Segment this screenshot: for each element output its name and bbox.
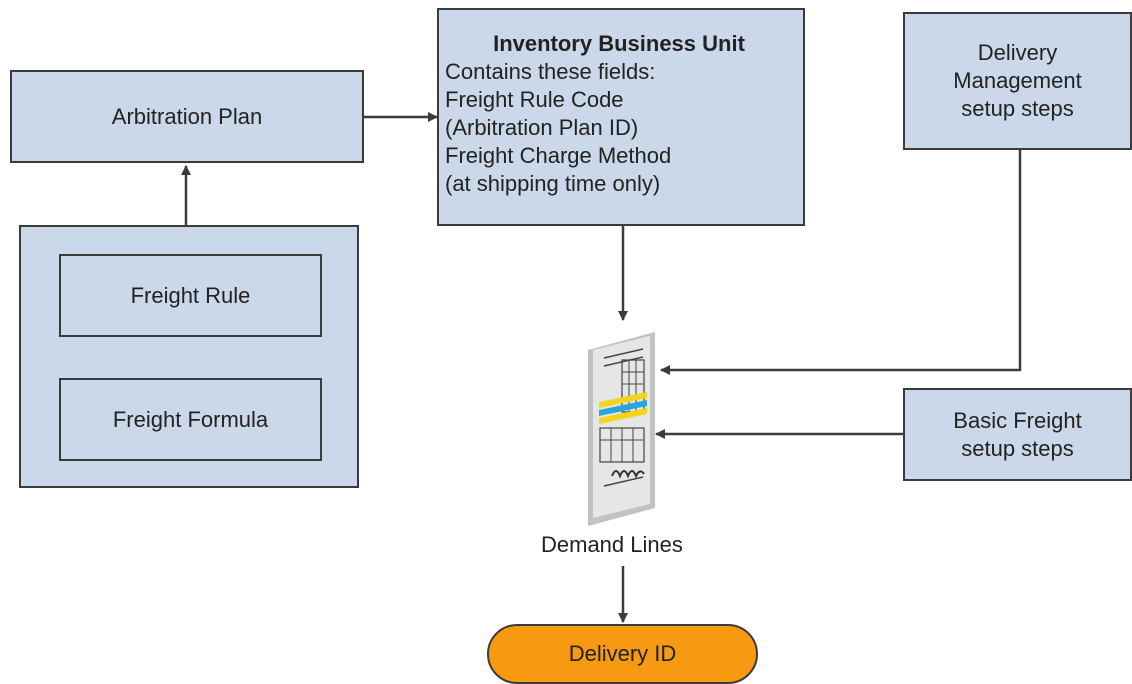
inventory-business-unit-box: Inventory Business Unit Contains these f… xyxy=(437,8,805,226)
basic-freight-line: Basic Freight xyxy=(953,407,1082,433)
demand-lines-label: Demand Lines xyxy=(541,532,683,557)
freight-rule-label: Freight Rule xyxy=(130,282,251,308)
freight-rule-box: Freight Rule xyxy=(59,254,322,337)
ibu-field-line: (Arbitration Plan ID) xyxy=(445,115,639,140)
ibu-field-line: (at shipping time only) xyxy=(445,171,661,196)
arbitration-plan-label: Arbitration Plan xyxy=(111,103,263,129)
ibu-field-line: Contains these fields: xyxy=(445,59,656,84)
delivery-management-line: Delivery xyxy=(977,40,1058,65)
delivery-id-label: Delivery ID xyxy=(568,641,677,666)
arrow-delivery-management-to-demand-lines xyxy=(660,150,1022,375)
freight-formula-label: Freight Formula xyxy=(112,406,269,432)
freight-rule-group: Freight Rule Freight Formula xyxy=(19,225,359,488)
delivery-id-node: Delivery ID xyxy=(487,624,758,684)
delivery-management-box: Delivery Management setup steps xyxy=(903,12,1132,150)
document-form-icon xyxy=(588,332,655,526)
delivery-management-line: setup steps xyxy=(961,96,1074,121)
basic-freight-line: setup steps xyxy=(961,435,1074,461)
delivery-management-line: Management xyxy=(953,68,1082,93)
basic-freight-box: Basic Freight setup steps xyxy=(903,388,1132,481)
ibu-title: Inventory Business Unit xyxy=(493,31,745,56)
ibu-field-line: Freight Rule Code xyxy=(445,87,624,112)
arbitration-plan-box: Arbitration Plan xyxy=(10,70,364,163)
freight-formula-box: Freight Formula xyxy=(59,378,322,461)
ibu-field-line: Freight Charge Method xyxy=(445,143,672,168)
